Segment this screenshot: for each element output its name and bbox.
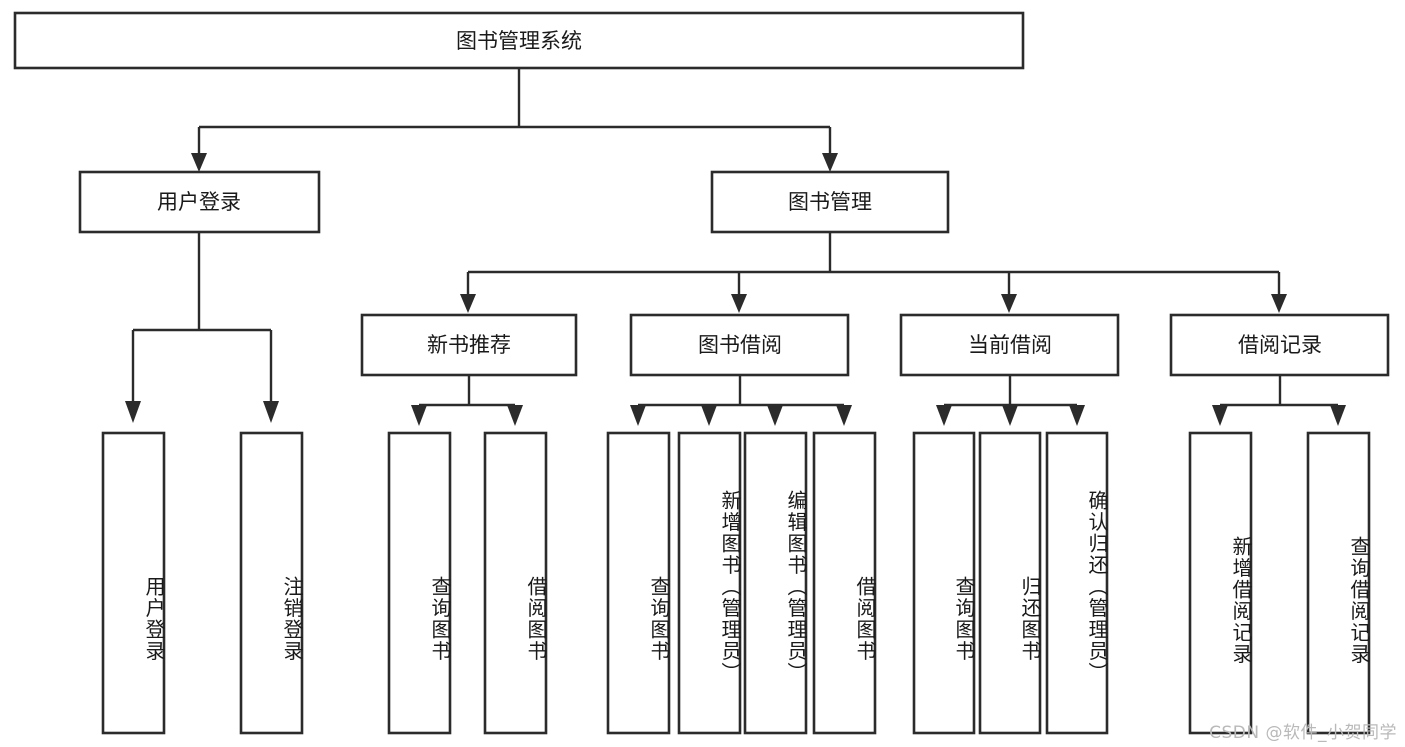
- node-leaf-user-logout-box[interactable]: [239, 431, 304, 735]
- arrow-leaf-edit-book: [767, 405, 783, 426]
- node-borrow-record-box[interactable]: [1169, 313, 1390, 377]
- arrow-leaf-add-record: [1212, 405, 1228, 426]
- node-leaf-edit-book-box[interactable]: [743, 431, 808, 735]
- arrow-leaf-borrow-book-2: [836, 405, 852, 426]
- node-root-box[interactable]: [13, 11, 1025, 70]
- node-leaf-query-book-2-box[interactable]: [606, 431, 671, 735]
- node-leaf-return-book-box[interactable]: [978, 431, 1042, 735]
- node-leaf-borrow-book-1-box[interactable]: [483, 431, 548, 735]
- arrow-current-borrow: [1001, 294, 1017, 313]
- node-new-book-recommend-label: 新书推荐: [427, 333, 511, 357]
- arrow-leaf-return-book: [1002, 405, 1018, 426]
- node-leaf-borrow-book-2-box[interactable]: [812, 431, 877, 735]
- arrow-leaf-query-record: [1330, 405, 1346, 426]
- node-book-borrow-box[interactable]: [629, 313, 850, 377]
- node-book-management-box[interactable]: [710, 170, 950, 234]
- node-book-management-label: 图书管理: [788, 190, 872, 214]
- node-leaf-add-book-box[interactable]: [677, 431, 742, 735]
- node-user-login-label: 用户登录: [157, 190, 241, 214]
- arrow-leaf-query-book-1: [411, 405, 427, 426]
- node-leaf-query-book-3-box[interactable]: [912, 431, 976, 735]
- arrow-borrow-record: [1271, 294, 1287, 313]
- arrow-user-login: [191, 153, 207, 172]
- node-leaf-user-login-box[interactable]: [101, 431, 166, 735]
- arrow-book-management: [822, 153, 838, 172]
- node-leaf-add-record-box[interactable]: [1188, 431, 1253, 735]
- node-borrow-record-label: 借阅记录: [1238, 333, 1322, 357]
- csdn-watermark: CSDN @软件_小贺同学: [1209, 723, 1397, 743]
- node-leaf-confirm-return-box[interactable]: [1045, 431, 1109, 735]
- arrow-leaf-add-book: [701, 405, 717, 426]
- node-root-label: 图书管理系统: [456, 29, 582, 53]
- arrow-leaf-borrow-book-1: [507, 405, 523, 426]
- node-book-borrow-label: 图书借阅: [698, 333, 782, 357]
- node-current-borrow-label: 当前借阅: [968, 333, 1052, 357]
- node-leaf-query-record-box[interactable]: [1306, 431, 1371, 735]
- arrow-leaf-query-book-2: [630, 405, 646, 426]
- arrow-book-borrow: [731, 294, 747, 313]
- arrow-new-book-recommend: [460, 294, 476, 313]
- arrow-leaf-confirm-return: [1069, 405, 1085, 426]
- arrow-leaf-query-book-3: [936, 405, 952, 426]
- arrow-leaf-user-login: [125, 401, 141, 423]
- arrow-leaf-user-logout: [263, 401, 279, 423]
- node-new-book-recommend-box[interactable]: [360, 313, 578, 377]
- node-leaf-query-book-1-box[interactable]: [387, 431, 452, 735]
- node-current-borrow-box[interactable]: [899, 313, 1120, 377]
